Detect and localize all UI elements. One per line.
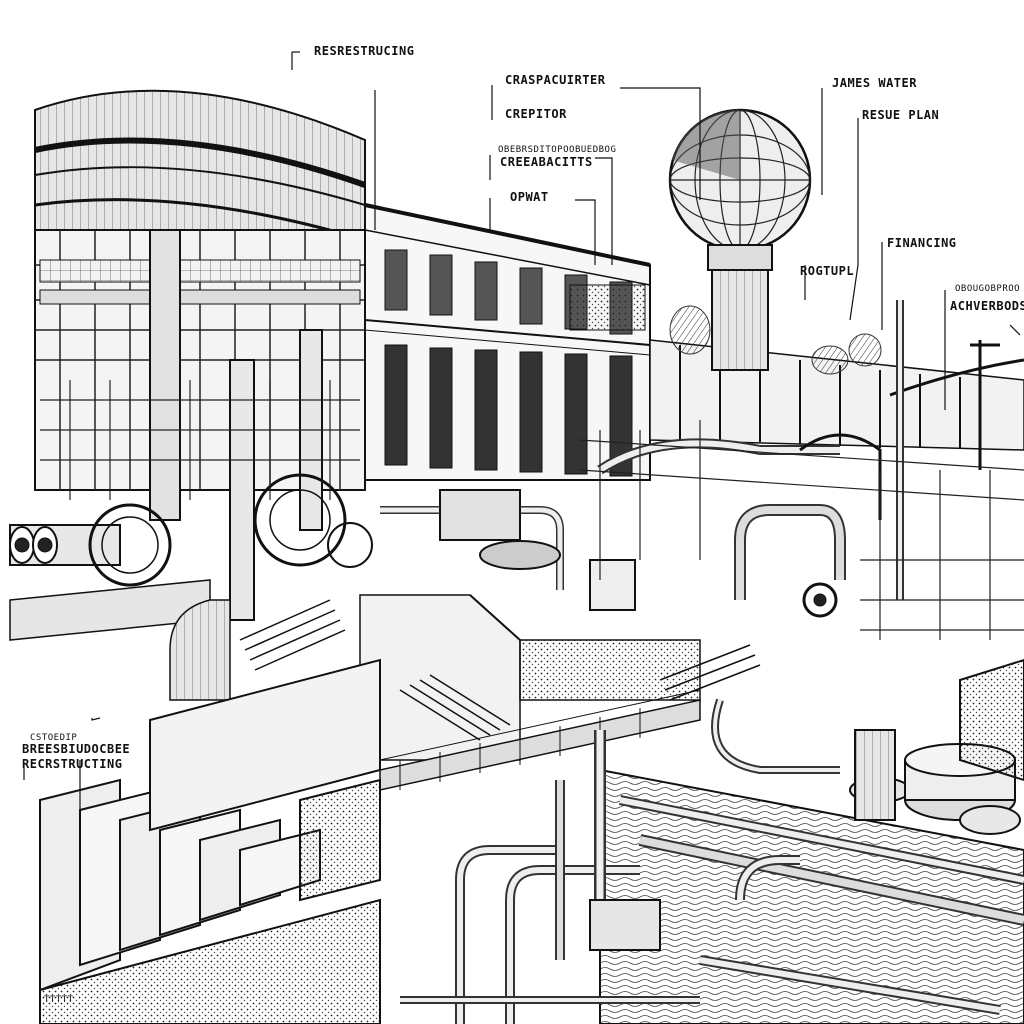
label-small-caption-2: OBOUGOBPROO (955, 284, 1021, 294)
machinery (9, 300, 1000, 618)
label-resue-plan: RESUE PLAN (862, 108, 940, 122)
label-breesbiudocbee: BREESBIUDOCBEE (22, 742, 131, 756)
pipe-grid (40, 380, 1024, 640)
label-small-caption-1: OBEBRSDITOPOOBUEDBOG (498, 145, 617, 155)
label-reerstructing: RECRSTRUCTING (22, 757, 123, 771)
foreground-baffles (39, 658, 381, 1024)
label-financing: FINANCING (887, 236, 957, 250)
label-creeabacitts: CREEABACITTS (500, 155, 593, 169)
water-tower-globe (668, 108, 812, 371)
label-james-water: JAMES WATER (832, 76, 917, 90)
label-craspacuirter: CRASPACUIRTER (505, 73, 606, 87)
leader-lines (23, 51, 1021, 830)
trees (669, 305, 882, 375)
water-channel (599, 658, 1024, 1024)
label-rogtupl: ROGTUPL (800, 264, 855, 278)
label-crepitor: CREPITOR (505, 107, 567, 121)
stairs-platforms (9, 579, 761, 791)
label-restructuring-top: RESRESTRUCING (314, 44, 415, 58)
pipe-cluster-bottom (400, 730, 800, 1024)
label-small-caption-3: CSTOEDIP (30, 733, 78, 743)
label-opwat: OPWAT (510, 190, 549, 204)
label-footer-mark: TTTTT (44, 995, 74, 1005)
label-achverbods: ACHVERBODS (950, 299, 1024, 313)
